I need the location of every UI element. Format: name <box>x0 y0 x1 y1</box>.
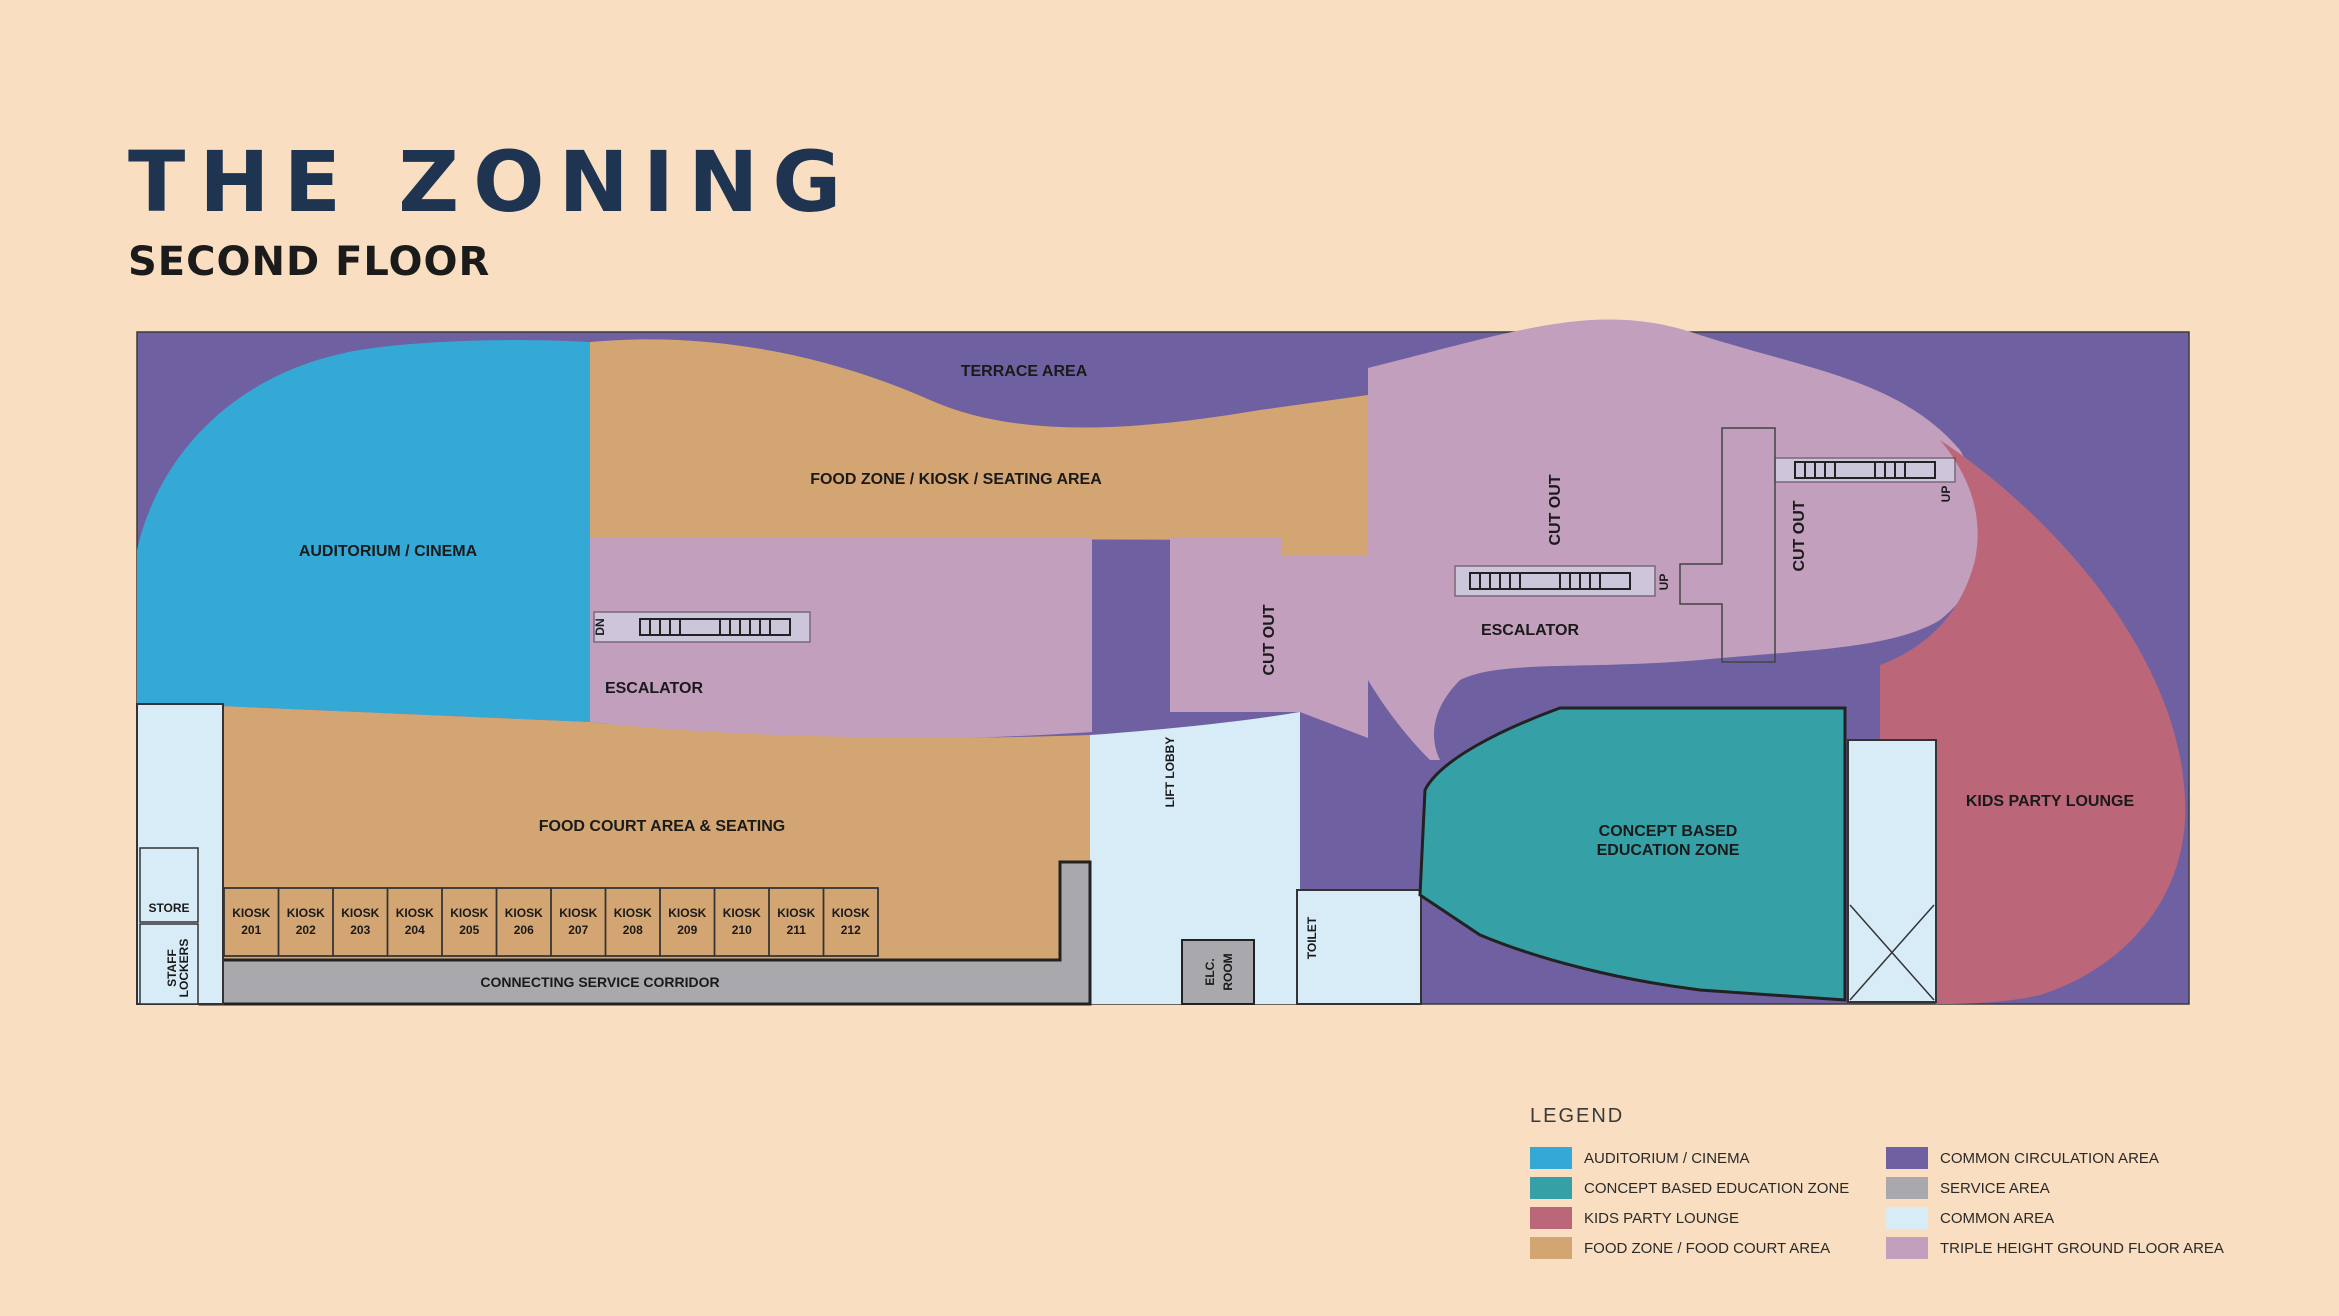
legend-label: AUDITORIUM / CINEMA <box>1584 1149 1750 1167</box>
kiosk-number: 202 <box>296 923 316 937</box>
legend-swatch <box>1530 1237 1572 1259</box>
legend-swatch <box>1886 1237 1928 1259</box>
kiosk-number: 212 <box>841 923 861 937</box>
escalator-top-right <box>1774 457 1956 483</box>
stair-core-right <box>1847 739 1937 1003</box>
kiosk-label: KIOSK <box>723 906 761 920</box>
escalator-left <box>593 611 811 643</box>
label-up-top-right: UP <box>1939 486 1953 503</box>
label-staff-lockers-line1: STAFF <box>165 949 179 987</box>
kiosk-number: 210 <box>732 923 752 937</box>
kiosk-label: KIOSK <box>559 906 597 920</box>
kiosk-212 <box>822 887 879 957</box>
kiosk-number: 203 <box>350 923 370 937</box>
kiosk-number: 204 <box>405 923 425 937</box>
legend-item: COMMON CIRCULATION AREA <box>1886 1146 2159 1170</box>
legend-item: TRIPLE HEIGHT GROUND FLOOR AREA <box>1886 1236 2224 1260</box>
legend-swatch <box>1530 1177 1572 1199</box>
kiosk-labels: KIOSK 201 KIOSK 202 KIOSK 203 KIOSK 204 KIOSK 205… <box>223 887 879 957</box>
kiosk-number: 211 <box>787 923 807 937</box>
legend-swatch <box>1530 1147 1572 1169</box>
store-room <box>139 847 199 923</box>
label-toilet: TOILET <box>1305 916 1319 959</box>
legend-label: TRIPLE HEIGHT GROUND FLOOR AREA <box>1940 1239 2224 1257</box>
label-education-line2: EDUCATION ZONE <box>1597 842 1740 859</box>
kiosk-label: KIOSK <box>505 906 543 920</box>
label-escalator-right: ESCALATOR <box>1481 622 1580 639</box>
legend-item: KIDS PARTY LOUNGE <box>1530 1206 1739 1230</box>
kiosk-number: 205 <box>459 923 479 937</box>
legend: LEGEND AUDITORIUM / CINEMA CONCEPT BASED … <box>1530 1105 2250 1265</box>
kiosk-label: KIOSK <box>832 906 870 920</box>
legend-label: SERVICE AREA <box>1940 1179 2050 1197</box>
zone-education <box>1418 706 1847 1002</box>
label-kids-party: KIDS PARTY LOUNGE <box>1966 793 2135 810</box>
label-cut-out-upper: CUT OUT <box>1547 474 1564 545</box>
zone-common-lift-lobby <box>1090 712 1300 1004</box>
kiosk-label: KIOSK <box>287 906 325 920</box>
legend-item: FOOD ZONE / FOOD COURT AREA <box>1530 1236 1830 1260</box>
legend-item: SERVICE AREA <box>1886 1176 2050 1200</box>
label-staff-lockers-line2: LOCKERS <box>177 939 191 998</box>
legend-item: AUDITORIUM / CINEMA <box>1530 1146 1750 1170</box>
kiosk-number: 207 <box>568 923 588 937</box>
zone-common-toilet <box>1296 889 1422 1005</box>
label-elc-line1: ELC. <box>1203 958 1217 985</box>
kiosk-number: 206 <box>514 923 534 937</box>
kiosk-label: KIOSK <box>777 906 815 920</box>
kiosk-number: 208 <box>623 923 643 937</box>
label-food-court: FOOD COURT AREA & SEATING <box>539 818 786 835</box>
zone-food-upper <box>590 339 1368 556</box>
zone-triple-height-right <box>1368 319 1985 760</box>
kiosk-label: KIOSK <box>232 906 270 920</box>
legend-swatch <box>1886 1147 1928 1169</box>
legend-label: FOOD ZONE / FOOD COURT AREA <box>1584 1239 1831 1257</box>
kiosk-label: KIOSK <box>396 906 434 920</box>
legend-label: CONCEPT BASED EDUCATION ZONE <box>1584 1179 1850 1197</box>
zone-auditorium <box>137 340 590 722</box>
zone-cut-out-middle <box>1170 538 1368 738</box>
label-corridor: CONNECTING SERVICE CORRIDOR <box>480 974 719 990</box>
kiosk-label: KIOSK <box>668 906 706 920</box>
label-cut-out-right: CUT OUT <box>1791 500 1808 571</box>
legend-label: COMMON AREA <box>1940 1209 2055 1227</box>
zone-kids-party-lounge <box>1880 440 2186 1004</box>
label-escalator-left: ESCALATOR <box>605 680 704 697</box>
cut-out-outline-right <box>1679 427 1776 663</box>
label-elc-line2: ROOM <box>1221 953 1235 990</box>
label-food-zone: FOOD ZONE / KIOSK / SEATING AREA <box>810 471 1102 488</box>
label-cut-out-middle: CUT OUT <box>1261 604 1278 675</box>
label-dn-left: DN <box>593 618 607 635</box>
page-title: THE ZONING <box>128 133 856 231</box>
legend-title: LEGEND <box>1530 1105 1625 1127</box>
label-up-right: UP <box>1657 574 1671 591</box>
page-subtitle: SECOND FLOOR <box>128 239 491 285</box>
legend-item: COMMON AREA <box>1886 1206 2054 1230</box>
kiosk-label: KIOSK <box>341 906 379 920</box>
label-terrace: TERRACE AREA <box>961 363 1088 380</box>
label-lift-lobby: LIFT LOBBY <box>1163 737 1177 808</box>
legend-swatch <box>1530 1207 1572 1229</box>
legend-swatch <box>1886 1207 1928 1229</box>
kiosk-label: KIOSK <box>614 906 652 920</box>
label-education-line1: CONCEPT BASED <box>1599 823 1738 840</box>
escalator-right <box>1454 565 1656 597</box>
kiosk-label: KIOSK <box>450 906 488 920</box>
kiosk-number: 201 <box>241 923 261 937</box>
legend-label: KIDS PARTY LOUNGE <box>1584 1209 1740 1227</box>
staff-lockers-room <box>139 923 199 1005</box>
legend-swatch <box>1886 1177 1928 1199</box>
elc-room <box>1181 939 1255 1005</box>
label-store: STORE <box>148 901 189 915</box>
zone-triple-height-left <box>590 538 1092 740</box>
legend-label: COMMON CIRCULATION AREA <box>1940 1149 2159 1167</box>
label-auditorium: AUDITORIUM / CINEMA <box>299 543 478 560</box>
legend-item: CONCEPT BASED EDUCATION ZONE <box>1530 1176 1849 1200</box>
kiosk-number: 209 <box>677 923 697 937</box>
